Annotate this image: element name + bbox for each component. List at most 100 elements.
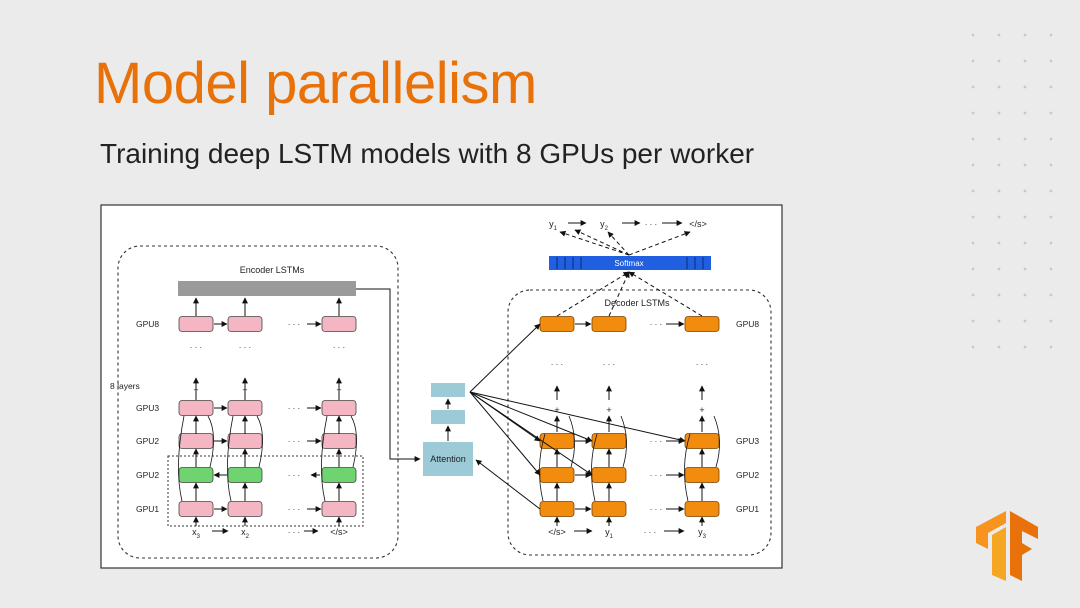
decoder-plus: + — [606, 405, 611, 415]
decoder-lstm-cell — [684, 433, 720, 449]
attention-to-decoder-arrow — [469, 323, 541, 393]
decoder-lstm-cell — [591, 316, 627, 332]
decoder-input-label: y1 — [605, 527, 614, 540]
encoder-dots: · · · — [288, 528, 300, 537]
decoder-lstm-cell — [591, 501, 627, 517]
decoder-input-label: </s> — [548, 527, 566, 537]
encoder-title: Encoder LSTMs — [240, 265, 305, 275]
decoder-region — [507, 289, 772, 556]
decoder-lstm-cell — [539, 316, 575, 332]
encoder-residual-curve — [207, 415, 214, 468]
encoder-residual-curve — [178, 415, 185, 502]
encoder-dots: · · · — [288, 505, 300, 514]
encoder-gpu-label: GPU1 — [136, 504, 159, 514]
attention-label: Attention — [430, 454, 466, 464]
encoder-plus: + — [242, 385, 247, 395]
encoder-dots: · · · — [288, 404, 300, 413]
encoder-residual-curve — [350, 415, 357, 468]
decoder-plus: + — [554, 405, 559, 415]
decoder-dots: · · · — [603, 360, 615, 369]
encoder-input-label: </s> — [330, 527, 348, 537]
encoder-lstm-cell — [321, 467, 357, 483]
encoder-lstm-cell — [178, 501, 214, 517]
decoder-lstm-cell — [591, 467, 627, 483]
tensorflow-logo-icon — [976, 511, 1038, 581]
encoder-residual-curve — [227, 415, 234, 502]
encoder-lstm-cell — [227, 400, 263, 416]
encoder-lstm-cell — [321, 501, 357, 517]
encoder-lstm-cell — [321, 400, 357, 416]
encoder-gpu-label: GPU3 — [136, 403, 159, 413]
encoder-dots: · · · — [288, 471, 300, 480]
softmax-to-output-arrow — [628, 231, 691, 256]
encoder-dots: · · · — [288, 437, 300, 446]
slide-title: Model parallelism — [94, 51, 537, 116]
decoder-gpu-label: GPU1 — [736, 504, 759, 514]
softmax-to-output-arrow — [607, 231, 630, 256]
encoder-lstm-cell — [227, 316, 263, 332]
decoder-dots: · · · — [650, 437, 662, 446]
decoder-title: Decoder LSTMs — [604, 298, 670, 308]
encoder-lstm-cell — [321, 316, 357, 332]
encoder-residual-curve — [256, 415, 263, 468]
decoder-dots: · · · — [650, 471, 662, 480]
encoder-residual-curve — [321, 415, 328, 502]
decoder-residual-curve — [539, 433, 546, 502]
encoder-dots: · · · — [333, 343, 345, 352]
encoder-lstm-cell — [178, 433, 214, 449]
encoder-top-bar — [178, 281, 356, 296]
encoder-lstm-cell — [227, 433, 263, 449]
decoder-gpu-label: GPU3 — [736, 436, 759, 446]
decoder-dots: · · · — [696, 360, 708, 369]
softmax-bar — [549, 256, 711, 270]
encoder-layer-count: 8 layers — [110, 381, 140, 391]
decoder-lstm-cell — [684, 316, 720, 332]
encoder-gpu-label: GPU2 — [136, 470, 159, 480]
decoder-output-label: y1 — [549, 219, 558, 232]
decoder-lstm-cell — [539, 433, 575, 449]
encoder-lstm-cell — [227, 467, 263, 483]
slide-subtitle: Training deep LSTM models with 8 GPUs pe… — [100, 138, 755, 169]
encoder-gpu-label: GPU2 — [136, 436, 159, 446]
encoder-lstm-cell — [178, 400, 214, 416]
attention-to-decoder-arrow — [469, 391, 593, 476]
decoder-to-softmax-arrow — [628, 271, 703, 317]
decoder-dots: · · · — [551, 360, 563, 369]
encoder-highlight-box — [167, 455, 364, 527]
attention-score-box — [431, 410, 465, 424]
attention-to-decoder-arrow — [469, 391, 593, 442]
encoder-dots: · · · — [190, 343, 202, 352]
decoder-residual-curve — [684, 433, 691, 502]
attention-to-decoder-arrow — [469, 391, 541, 476]
decoder-lstm-cell — [539, 467, 575, 483]
decoder-dots: · · · — [650, 320, 662, 329]
decoder-to-attention-arrow — [475, 459, 541, 510]
encoder-region — [117, 245, 399, 559]
decoder-lstm-cell — [684, 467, 720, 483]
decoder-output-label: </s> — [689, 219, 707, 229]
encoder-lstm-cell — [178, 316, 214, 332]
attention-context-box — [431, 383, 465, 397]
decoder-output-label: y2 — [600, 219, 609, 232]
decoder-dots: · · · — [650, 505, 662, 514]
decoder-input-label: y3 — [698, 527, 707, 540]
encoder-lstm-cell — [227, 501, 263, 517]
encoder-plus: + — [193, 385, 198, 395]
decoder-to-softmax-arrow — [556, 271, 630, 317]
encoder-gpu-label: GPU8 — [136, 319, 159, 329]
decoder-to-softmax-arrow — [608, 271, 630, 317]
decoder-residual-curve — [568, 415, 575, 468]
softmax-to-output-arrow — [559, 230, 630, 256]
attention-to-decoder-arrow — [469, 391, 686, 443]
attention-box — [423, 442, 473, 476]
encoder-plus: + — [336, 385, 341, 395]
encoder-lstm-cell — [321, 433, 357, 449]
decoder-dots: · · · — [644, 528, 656, 537]
decoder-gpu-label: GPU8 — [736, 319, 759, 329]
encoder-input-label: x2 — [241, 527, 250, 540]
decoder-lstm-cell — [539, 501, 575, 517]
decorative-dot-grid — [960, 22, 1070, 362]
decoder-lstm-cell — [684, 501, 720, 517]
encoder-input-label: x3 — [192, 527, 201, 540]
